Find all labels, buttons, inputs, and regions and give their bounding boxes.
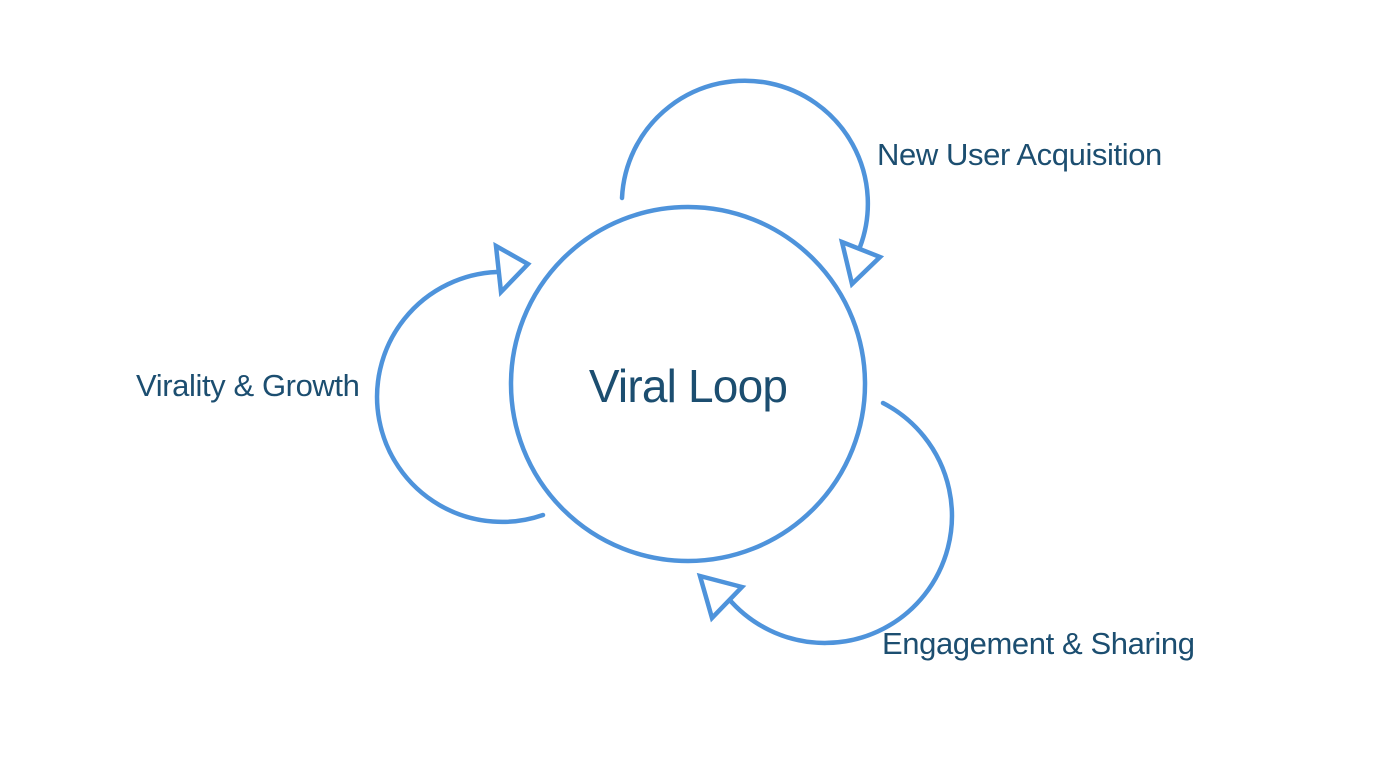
top-loop-arc [619, 78, 871, 250]
left-loop-arrowhead-icon [493, 241, 532, 298]
top-loop-arrowhead-icon [838, 238, 885, 289]
label-virality-growth: Virality & Growth [136, 368, 360, 403]
bottom-loop-arc [725, 400, 955, 646]
diagram-title: Viral Loop [588, 360, 788, 412]
bottom-loop-arrowhead-icon [696, 572, 747, 623]
main-circle [508, 204, 868, 564]
label-new-user-acquisition: New User Acquisition [877, 137, 1162, 172]
left-loop-arc [374, 269, 546, 525]
label-engagement-sharing: Engagement & Sharing [882, 626, 1195, 661]
